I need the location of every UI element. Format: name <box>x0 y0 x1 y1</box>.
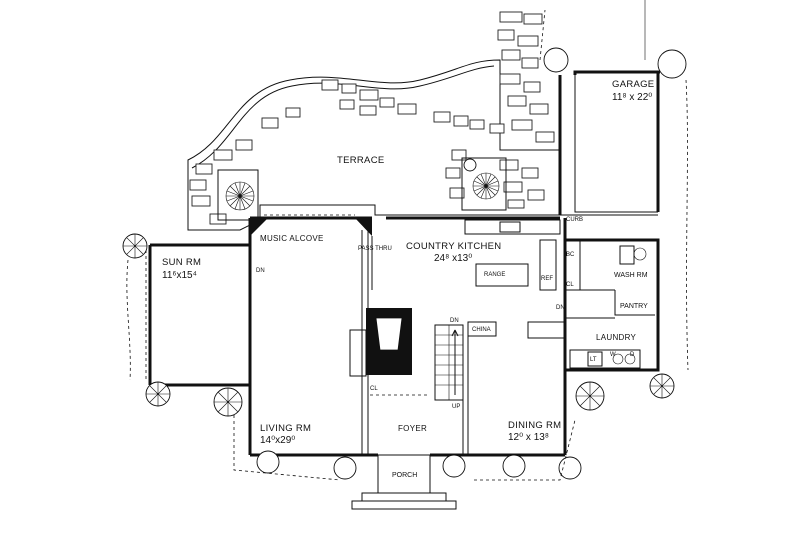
garage-label: GARAGE <box>612 79 654 90</box>
living-room-label: LIVING RM <box>260 423 311 434</box>
music-alcove-label: MUSIC ALCOVE <box>260 234 324 243</box>
stairs <box>434 324 464 401</box>
landscape-shrubs <box>122 9 689 481</box>
living-closet-note: CL <box>370 386 378 392</box>
dining-room-label: DINING RM <box>508 420 561 431</box>
shrub-icon <box>256 450 280 474</box>
dryer-note: D <box>630 352 635 358</box>
stair-up-note: UP <box>452 404 460 410</box>
garage: GARAGE 11⁸ x 22⁰ <box>558 0 660 215</box>
living-room-dimensions: 14⁰x29⁰ <box>260 435 295 446</box>
terrace-planter-right <box>461 157 507 211</box>
shrub-icon <box>543 47 569 73</box>
country-kitchen-dimensions: 24⁸ x13⁰ <box>434 253 472 264</box>
shrub-icon <box>657 49 687 79</box>
bc-note: BC <box>566 252 575 258</box>
sun-room-down-note: DN <box>256 268 265 274</box>
country-kitchen-label: COUNTRY KITCHEN <box>406 241 501 252</box>
sun-room-dimensions: 11⁶x15⁴ <box>162 270 197 281</box>
porch-label: PORCH <box>392 472 417 479</box>
terrace-label: TERRACE <box>337 155 385 166</box>
shrub-icon <box>502 454 526 478</box>
washer-note: W <box>610 352 616 358</box>
terrace-flagstones <box>189 11 555 225</box>
shrub-icon <box>442 454 466 478</box>
shrub-icon <box>333 456 357 480</box>
garage-dimensions: 11⁸ x 22⁰ <box>612 92 652 103</box>
foyer-label: FOYER <box>398 424 427 433</box>
house-walls <box>145 214 660 510</box>
sun-room-label: SUN RM <box>162 257 201 268</box>
starburst-plant-right <box>472 172 500 200</box>
shrub-icon <box>558 456 582 480</box>
kitchen-closet-note: CL <box>566 282 574 288</box>
stair-down-note: DN <box>450 318 459 324</box>
terrace-planter-left <box>217 169 259 221</box>
curb-note: CURB <box>566 217 583 223</box>
pantry-label: PANTRY <box>620 303 648 310</box>
shrub-icon <box>463 158 477 172</box>
kitchen-island <box>475 263 529 287</box>
laundry-label: LAUNDRY <box>596 333 637 342</box>
pass-thru-note: PASS THRU <box>358 246 392 252</box>
terrace-area: TERRACE <box>187 11 561 231</box>
china-label: CHINA <box>472 327 491 333</box>
laundry-tub-note: LT <box>590 357 597 363</box>
kitchen-down-note: DN <box>556 305 565 311</box>
starburst-plant-left <box>225 181 255 211</box>
dining-room-dimensions: 12⁰ x 13⁸ <box>508 432 549 443</box>
ref-note: REF <box>541 276 553 282</box>
room-labels: SUN RM 11⁶x15⁴ DN MUSIC ALCOVE COUNTRY K… <box>162 217 648 479</box>
wash-room-label: WASH RM <box>614 272 648 279</box>
china-cabinet <box>467 321 497 337</box>
range-label: RANGE <box>484 272 505 278</box>
